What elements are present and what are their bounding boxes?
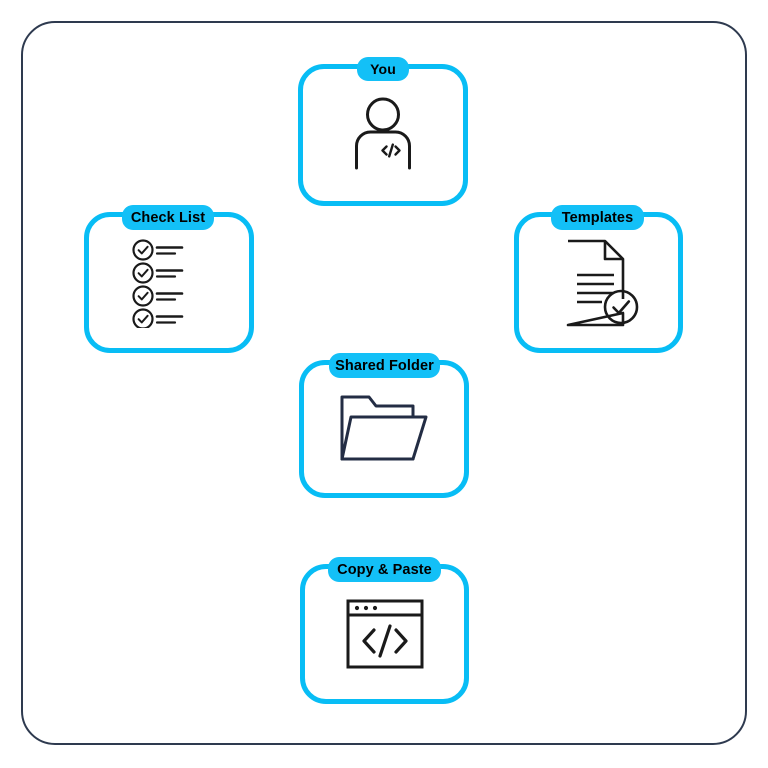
card-check-list[interactable]	[84, 212, 254, 353]
card-label-templates-text: Templates	[561, 209, 634, 226]
card-label-check-list: Check List	[122, 205, 214, 230]
card-label-you-text: You	[370, 61, 396, 77]
card-label-copy-paste: Copy & Paste	[328, 557, 441, 582]
person-code-icon	[303, 69, 463, 201]
card-label-you: You	[357, 57, 409, 81]
open-folder-icon	[304, 365, 464, 493]
card-copy-paste[interactable]	[300, 564, 469, 704]
card-label-check-list-text: Check List	[130, 209, 206, 226]
checklist-icon	[89, 217, 249, 348]
browser-code-icon	[305, 569, 464, 699]
card-templates[interactable]	[514, 212, 683, 353]
card-shared-folder[interactable]	[299, 360, 469, 498]
card-you[interactable]	[298, 64, 468, 206]
card-label-shared-folder-text: Shared Folder	[335, 357, 434, 374]
card-label-templates: Templates	[551, 205, 644, 230]
outer-frame-border	[21, 21, 747, 745]
document-check-icon	[519, 217, 678, 348]
card-label-copy-paste-text: Copy & Paste	[337, 561, 432, 578]
card-label-shared-folder: Shared Folder	[329, 353, 440, 378]
